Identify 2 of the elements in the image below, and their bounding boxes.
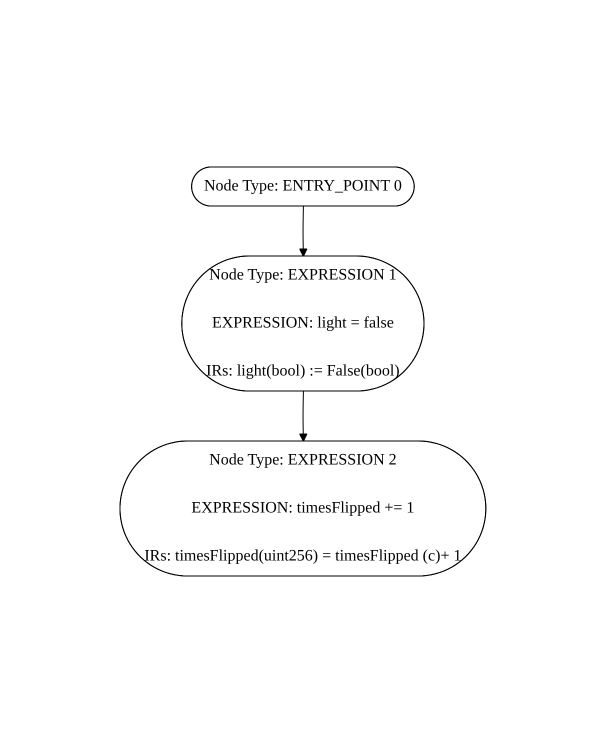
arrow	[298, 391, 308, 442]
arrow	[298, 206, 308, 257]
